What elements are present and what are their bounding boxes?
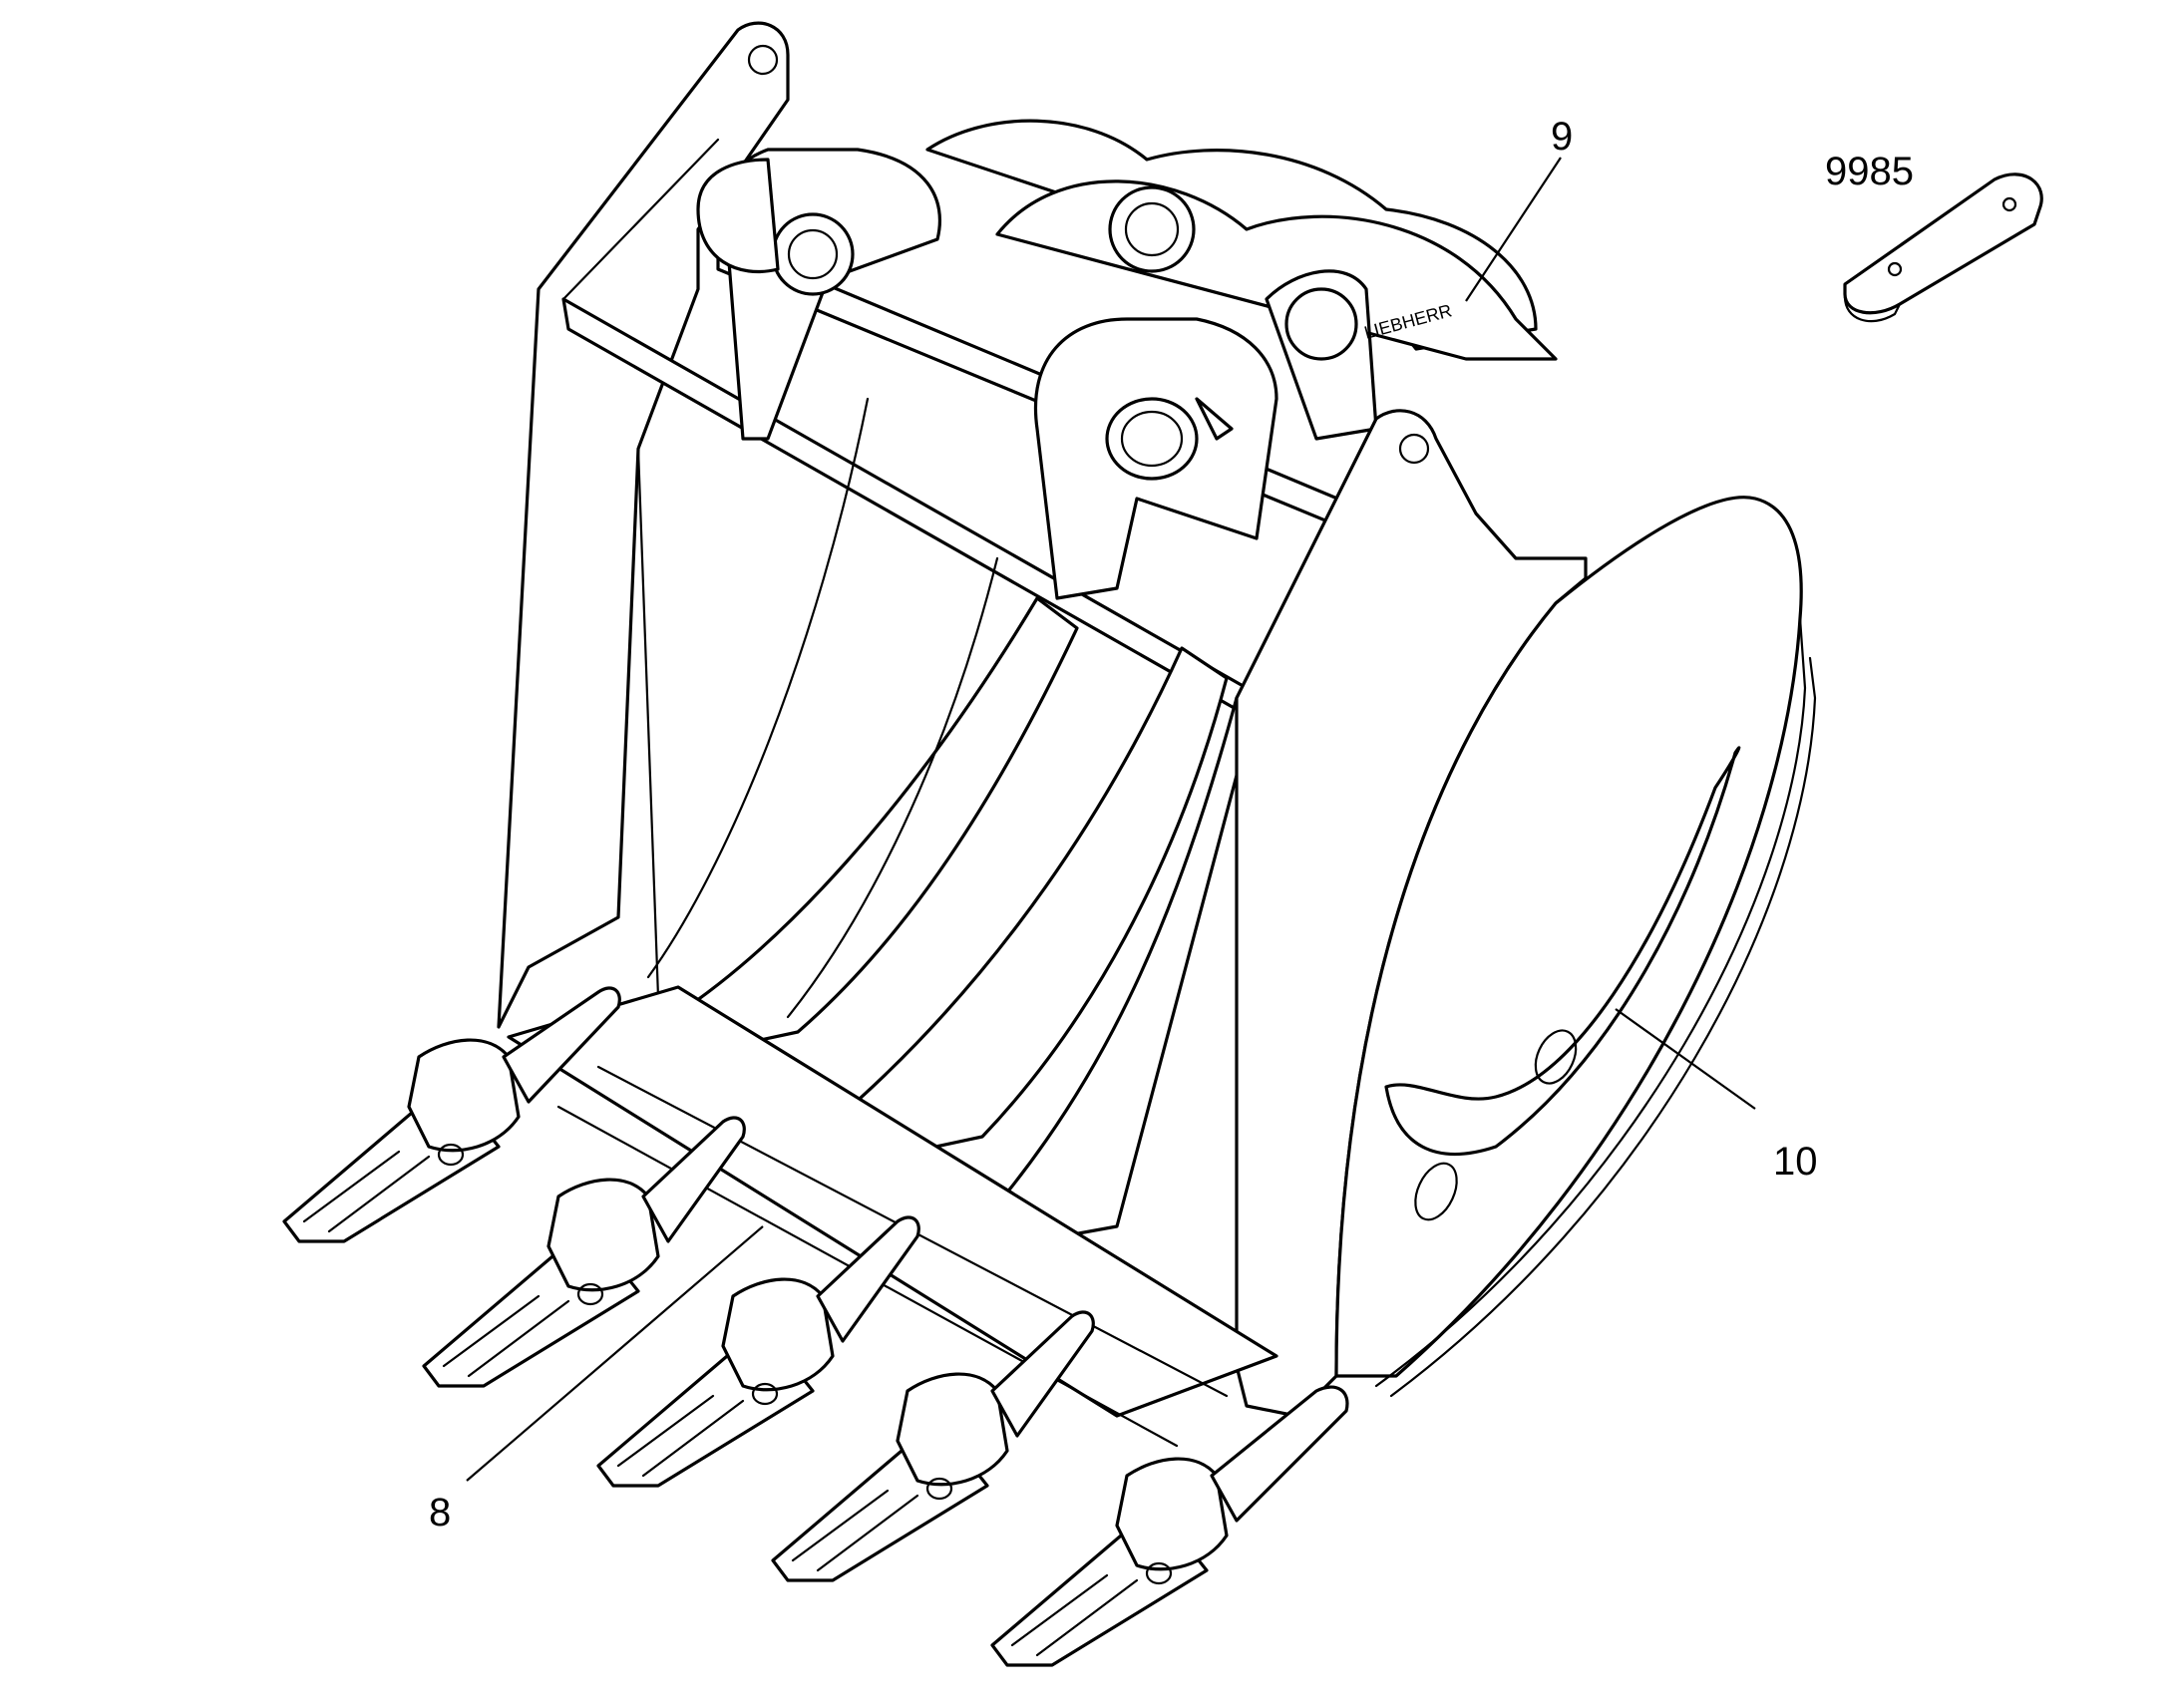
- leader-8: [466, 1225, 764, 1482]
- callout-9: 9: [1551, 115, 1573, 159]
- tooth-2: [422, 1116, 746, 1388]
- callout-9985: 9985: [1825, 150, 1914, 193]
- leader-9: [1465, 157, 1562, 302]
- bucket-shell-back: [925, 119, 1558, 361]
- tooth-5: [990, 1385, 1349, 1667]
- tooth-3: [596, 1215, 920, 1488]
- callout-8: 8: [429, 1491, 451, 1535]
- right-pivot-bracket: [1034, 269, 1378, 600]
- plate-part-9985: [1843, 172, 2043, 323]
- leader-10: [1615, 1008, 1756, 1110]
- left-pivot-bracket: [696, 148, 1196, 441]
- callout-10: 10: [1773, 1140, 1818, 1184]
- right-side-plate: LIEBHERR: [1235, 300, 1817, 1418]
- tooth-1: [282, 986, 621, 1243]
- left-side-plate: [497, 21, 790, 1029]
- tooth-4: [771, 1310, 1095, 1582]
